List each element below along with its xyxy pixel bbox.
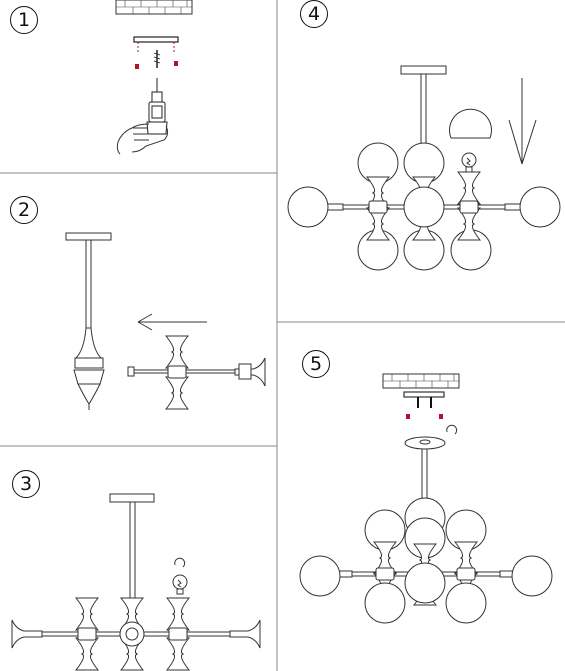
screw-icon — [153, 50, 161, 68]
step-number-badge: 1 — [10, 6, 38, 34]
step-number: 4 — [307, 2, 321, 25]
step-number-badge: 4 — [300, 0, 328, 28]
step-number: 5 — [309, 352, 323, 375]
mounting-bracket-icon — [403, 391, 445, 419]
step5-illustration — [299, 373, 553, 624]
power-drill-icon — [146, 78, 168, 135]
globe-shade-icon — [449, 108, 492, 139]
rotation-arrow-icon — [446, 424, 458, 435]
step-number: 3 — [19, 472, 33, 495]
bulb-icon — [461, 152, 477, 174]
step2-illustration — [65, 232, 266, 410]
frame-cluster — [127, 335, 266, 410]
canopy-and-rod — [65, 232, 112, 410]
down-arrow-icon — [508, 78, 537, 165]
step-number-badge: 3 — [12, 470, 40, 498]
step-number: 2 — [17, 198, 31, 221]
mounting-bracket-icon — [133, 36, 179, 69]
rotation-arrow-icon — [174, 557, 186, 568]
hand-icon — [116, 123, 169, 155]
step4-illustration — [287, 65, 561, 271]
step3-illustration — [11, 493, 261, 671]
step-number-badge: 5 — [302, 350, 330, 378]
left-arrow-icon — [137, 313, 207, 331]
brick-ceiling-icon — [115, 0, 193, 15]
bulb-icon — [172, 574, 188, 595]
step-number-badge: 2 — [10, 196, 38, 224]
step-number: 1 — [17, 8, 31, 31]
brick-ceiling-icon — [382, 373, 460, 389]
step1-illustration — [115, 0, 193, 155]
